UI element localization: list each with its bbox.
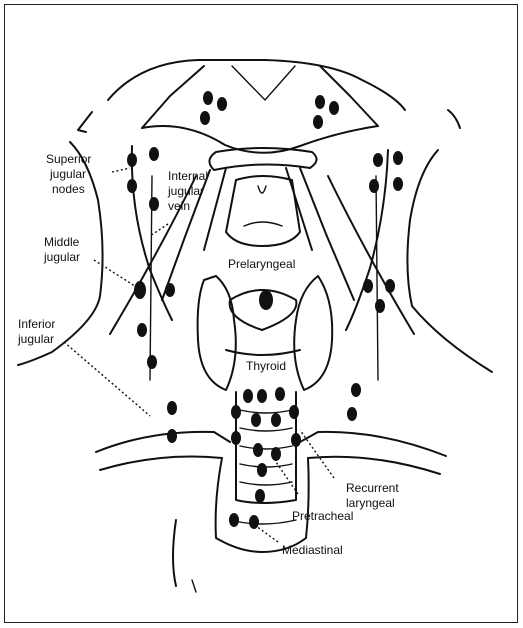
neck-outline bbox=[18, 60, 492, 592]
label-inferior-1: Inferior bbox=[18, 317, 55, 331]
label-middle-2: jugular bbox=[43, 250, 80, 264]
label-inferior-2: jugular bbox=[17, 332, 54, 346]
label-superior-3: nodes bbox=[52, 182, 85, 196]
label-middle-1: Middle bbox=[44, 235, 80, 249]
label-pretracheal: Pretracheal bbox=[292, 509, 353, 523]
lymph-nodes bbox=[127, 91, 403, 529]
diagram-labels: Superior jugular nodes Internal jugular … bbox=[17, 152, 399, 557]
label-internal-2: jugular bbox=[167, 184, 204, 198]
label-mediastinal: Mediastinal bbox=[282, 543, 343, 557]
label-prelaryngeal: Prelaryngeal bbox=[228, 257, 295, 271]
label-superior-2: jugular bbox=[49, 167, 86, 181]
label-internal-3: vein bbox=[168, 199, 190, 213]
label-superior-1: Superior bbox=[46, 152, 91, 166]
label-recurrent-2: laryngeal bbox=[346, 496, 395, 510]
label-recurrent-1: Recurrent bbox=[346, 481, 399, 495]
label-internal-1: Internal bbox=[168, 169, 208, 183]
label-thyroid: Thyroid bbox=[246, 359, 286, 373]
